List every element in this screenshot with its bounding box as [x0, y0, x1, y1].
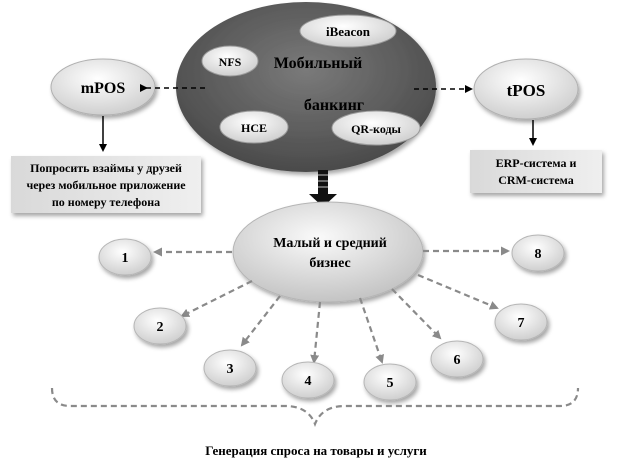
node-1-label: 1 — [122, 251, 129, 266]
arrow-to-4 — [310, 301, 322, 364]
tech-bubble-nfs — [201, 45, 259, 77]
arrow-to-2 — [180, 280, 253, 317]
numbered-nodes: 1 2 3 4 5 6 7 8 — [98, 234, 565, 401]
tpos-note-box — [470, 150, 602, 193]
arrow-to-7 — [417, 273, 499, 310]
business-line1: Малый и средний — [273, 236, 387, 251]
business-ellipse — [232, 201, 424, 303]
tpos-label: tPOS — [507, 81, 546, 100]
footer-caption: Генерация спроса на товары и услуги — [205, 443, 427, 458]
node-2-label: 2 — [157, 320, 164, 335]
arrow-to-5 — [358, 297, 384, 364]
radiating-arrows — [153, 246, 510, 364]
arrow-to-6 — [391, 288, 442, 340]
mpos-ellipse — [50, 58, 156, 116]
mpos-note-box — [11, 156, 201, 213]
grouping-brace — [50, 387, 580, 428]
node-8 — [511, 234, 565, 272]
node-5 — [363, 363, 417, 401]
tech-bubble-hce — [219, 110, 289, 144]
node-8-label: 8 — [535, 247, 542, 262]
mpos-note-line1: Попросить взаймы у друзей — [30, 161, 182, 175]
tech-label-nfs: NFS — [219, 55, 242, 69]
mpos-label: mPOS — [81, 80, 126, 97]
tech-label-hce: HCE — [241, 121, 267, 135]
node-6-label: 6 — [454, 353, 461, 368]
node-7 — [494, 303, 548, 341]
tpos-note-line1: ERP-система и — [496, 156, 577, 170]
node-7-label: 7 — [518, 316, 525, 331]
mpos-note-line3: по номеру телефона — [52, 195, 160, 209]
tpos-note-line2: CRM-система — [498, 173, 574, 187]
node-1 — [98, 238, 152, 276]
arrow-to-3 — [240, 295, 281, 347]
business-line2: бизнес — [309, 256, 350, 271]
banking-to-business-arrow — [309, 170, 337, 207]
tech-label-ibeacon: iBeacon — [326, 24, 371, 39]
mobile-banking-line1: Мобильный — [274, 55, 362, 72]
node-2 — [133, 307, 187, 345]
tech-bubble-qr — [331, 110, 421, 146]
node-5-label: 5 — [387, 376, 394, 391]
tech-bubble-ibeacon — [299, 14, 397, 48]
node-6 — [430, 340, 484, 378]
tech-label-qr: QR-коды — [351, 122, 401, 136]
node-3-label: 3 — [227, 362, 234, 377]
mpos-note-line2: через мобильное приложение — [26, 178, 186, 192]
node-3 — [203, 349, 257, 387]
node-4-label: 4 — [305, 374, 312, 389]
tpos-ellipse — [473, 58, 579, 120]
mobile-banking-line2: банкинг — [304, 97, 364, 114]
node-4 — [281, 361, 335, 399]
